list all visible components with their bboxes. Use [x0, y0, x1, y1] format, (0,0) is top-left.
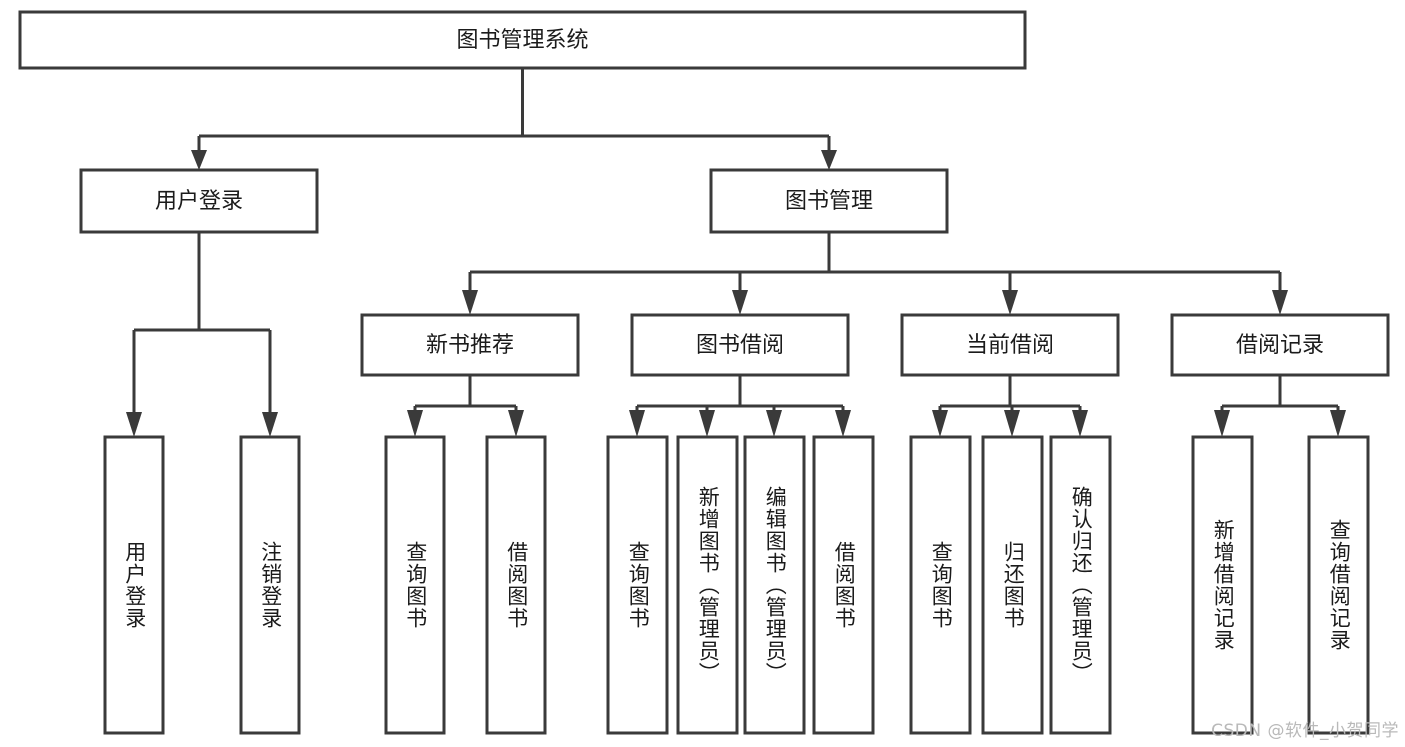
- arrow-to-new-book-rec: [462, 290, 478, 315]
- leaf-cur-query-book-box[interactable]: [909, 435, 972, 735]
- arrow-to-leaf-borrow-query-book: [629, 410, 645, 437]
- arrow-to-leaf-borrow-edit-book: [766, 410, 782, 437]
- node-user-login[interactable]: 用户登录: [79, 168, 319, 234]
- node-root-label: 图书管理系统: [456, 28, 588, 53]
- leaf-user-logout-box[interactable]: [239, 435, 301, 735]
- arrow-to-leaf-rec-query-book: [407, 410, 423, 437]
- arrow-to-leaf-borrow-borrow-book: [835, 410, 851, 437]
- watermark-text: CSDN @软件_小贺同学: [1211, 721, 1399, 741]
- arrow-to-leaf-rec-query-record: [1330, 410, 1346, 437]
- leaf-cur-return-book-box[interactable]: [981, 435, 1044, 735]
- arrow-to-leaf-user-logout: [262, 412, 278, 437]
- node-borrow-record[interactable]: 借阅记录: [1170, 313, 1390, 377]
- node-current-borrow-label: 当前借阅: [966, 333, 1054, 358]
- leaf-rec-query-record-box[interactable]: [1307, 435, 1370, 735]
- arrow-to-borrow-record: [1272, 290, 1288, 315]
- node-book-borrow-box[interactable]: [630, 313, 850, 377]
- node-borrow-record-box[interactable]: [1170, 313, 1390, 377]
- arrow-to-user-login: [191, 150, 207, 170]
- arrow-to-leaf-rec-add-record: [1214, 410, 1230, 437]
- leaf-rec-borrow-book-box[interactable]: [485, 435, 547, 735]
- arrow-to-leaf-cur-query-book: [932, 410, 948, 437]
- node-book-borrow-label: 图书借阅: [696, 333, 784, 358]
- node-book-manage[interactable]: 图书管理: [709, 168, 949, 234]
- node-layer: 图书管理系统 用户登录 图书管理 新书推荐 图书借阅 当前: [18, 10, 1390, 735]
- connector-layer: [126, 68, 1346, 437]
- node-current-borrow-box[interactable]: [900, 313, 1120, 377]
- leaf-rec-add-record-box[interactable]: [1191, 435, 1254, 735]
- leaf-user-login-box[interactable]: [103, 435, 165, 735]
- node-root[interactable]: 图书管理系统: [18, 10, 1027, 70]
- arrow-to-book-manage: [821, 150, 837, 170]
- arrow-to-book-borrow: [732, 290, 748, 315]
- arrow-to-current-borrow: [1002, 290, 1018, 315]
- arrow-to-leaf-user-login: [126, 412, 142, 437]
- node-root-box[interactable]: [18, 10, 1027, 70]
- node-new-book-rec[interactable]: 新书推荐: [360, 313, 580, 377]
- node-new-book-rec-box[interactable]: [360, 313, 580, 377]
- leaf-borrow-add-book-box[interactable]: [676, 435, 739, 735]
- node-user-login-label: 用户登录: [155, 189, 243, 214]
- arrow-to-leaf-borrow-add-book: [699, 410, 715, 437]
- node-user-login-box[interactable]: [79, 168, 319, 234]
- node-book-manage-label: 图书管理: [785, 189, 873, 214]
- leaf-borrow-edit-book-box[interactable]: [743, 435, 806, 735]
- arrow-to-leaf-rec-borrow-book: [508, 410, 524, 437]
- leaf-cur-confirm-return-box[interactable]: [1049, 435, 1112, 735]
- leaf-borrow-query-book-box[interactable]: [606, 435, 669, 735]
- node-book-borrow[interactable]: 图书借阅: [630, 313, 850, 377]
- leaf-rec-query-book-box[interactable]: [384, 435, 446, 735]
- arrow-to-leaf-cur-confirm-return: [1072, 410, 1088, 437]
- arrow-to-leaf-cur-return-book: [1004, 410, 1020, 437]
- leaf-borrow-borrow-book-box[interactable]: [812, 435, 875, 735]
- node-borrow-record-label: 借阅记录: [1236, 333, 1324, 358]
- node-book-manage-box[interactable]: [709, 168, 949, 234]
- node-new-book-rec-label: 新书推荐: [426, 333, 514, 358]
- node-current-borrow[interactable]: 当前借阅: [900, 313, 1120, 377]
